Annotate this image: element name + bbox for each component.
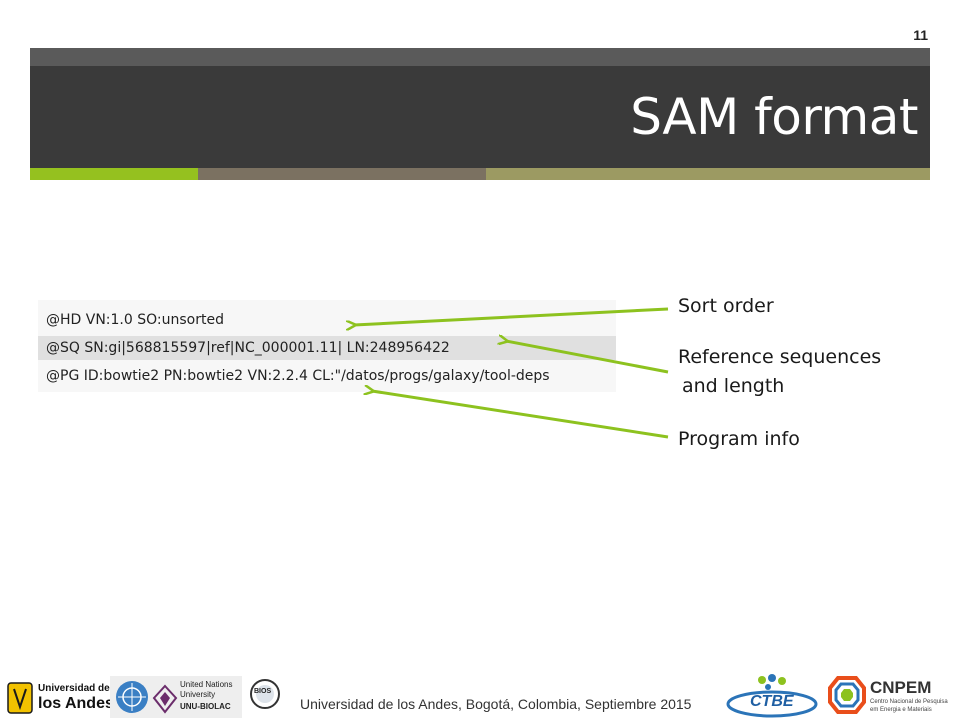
annotation-reference-sequences: Reference sequences xyxy=(678,346,882,368)
biolac-emblem-icon xyxy=(152,684,178,714)
footer-text: Universidad de los Andes, Bogotá, Colomb… xyxy=(300,696,692,712)
code-line-pg: @PG ID:bowtie2 PN:bowtie2 VN:2.2.4 CL:"/… xyxy=(38,364,616,388)
unu-line1: United Nations xyxy=(180,680,233,689)
cnpem-emblem-icon xyxy=(828,676,866,714)
ctbe-logo: CTBE xyxy=(724,672,820,718)
uniandes-line1: Universidad de xyxy=(38,683,110,694)
unu-line3: UNU-BIOLAC xyxy=(180,702,231,711)
un-emblem-icon xyxy=(116,681,148,713)
ctbe-emblem-icon xyxy=(726,674,818,718)
header-top-strip xyxy=(30,48,930,66)
cnpem-logo: CNPEM Centro Nacional de Pesquisa em Ene… xyxy=(828,674,956,718)
uniandes-logo: Universidad de los Andes xyxy=(6,680,114,716)
annotation-sort-order: Sort order xyxy=(678,295,774,317)
code-line-sq: @SQ SN:gi|568815597|ref|NC_000001.11| LN… xyxy=(38,336,616,360)
uniandes-crest-icon xyxy=(7,682,33,714)
cnpem-sub1: Centro Nacional de Pesquisa xyxy=(870,699,948,705)
accent-bar-brown xyxy=(198,168,486,180)
uniandes-line2: los Andes xyxy=(38,695,114,712)
slide-number: 11 xyxy=(913,27,928,43)
bios-logo: BIOS xyxy=(248,678,282,718)
unu-line2: University xyxy=(180,690,216,699)
sam-header-code-block: @HD VN:1.0 SO:unsorted @SQ SN:gi|5688155… xyxy=(38,300,616,392)
title-bar: SAM format xyxy=(30,66,930,168)
accent-bar-green xyxy=(30,168,198,180)
ctbe-label: CTBE xyxy=(750,693,794,710)
annotation-program-info: Program info xyxy=(678,428,800,450)
slide-title: SAM format xyxy=(630,88,918,146)
cnpem-label: CNPEM xyxy=(870,678,932,697)
unu-logo: United Nations University UNU-BIOLAC xyxy=(110,676,242,718)
annotation-and-length: and length xyxy=(682,375,785,397)
bios-label: BIOS xyxy=(254,688,272,695)
cnpem-sub2: em Energia e Materiais xyxy=(870,707,932,713)
arrow-program-info xyxy=(372,391,669,439)
accent-bar-olive xyxy=(486,168,930,180)
bios-emblem-icon xyxy=(250,679,280,709)
code-line-hd: @HD VN:1.0 SO:unsorted xyxy=(38,308,616,332)
